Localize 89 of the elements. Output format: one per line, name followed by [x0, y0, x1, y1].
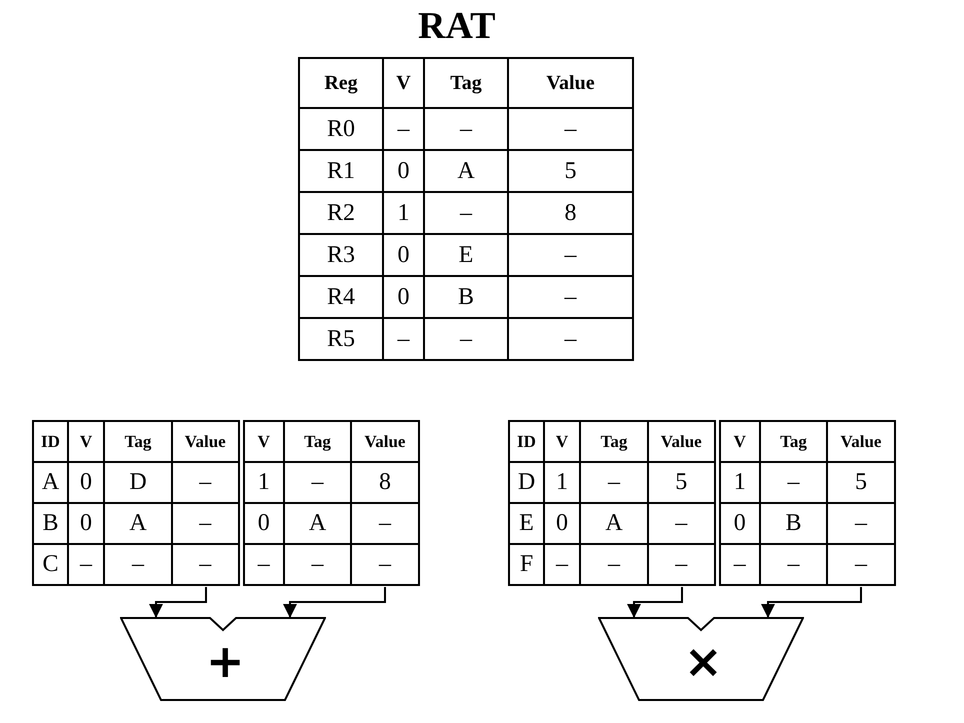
column-header: Tag — [104, 421, 172, 462]
operator-symbol: × — [684, 634, 723, 688]
column-header: V — [68, 421, 104, 462]
column-header: V — [383, 58, 424, 108]
table-cell: 8 — [508, 192, 633, 234]
table-cell: – — [760, 462, 827, 503]
table-cell: R3 — [299, 234, 383, 276]
table-cell: – — [760, 544, 827, 585]
column-header: ID — [509, 421, 544, 462]
table-cell: E — [509, 503, 544, 544]
alu-shape — [120, 616, 326, 702]
data-table — [508, 420, 896, 586]
table-cell: R4 — [299, 276, 383, 318]
table-cell: – — [580, 462, 648, 503]
column-header: V — [241, 421, 284, 462]
table-cell: – — [580, 544, 648, 585]
table-cell: R2 — [299, 192, 383, 234]
table-cell: A — [580, 503, 648, 544]
table-cell: R1 — [299, 150, 383, 192]
data-table — [32, 420, 420, 586]
table-cell: R0 — [299, 108, 383, 150]
table-cell: 0 — [383, 234, 424, 276]
table-cell: – — [351, 544, 419, 585]
table-cell: – — [508, 276, 633, 318]
column-header: ID — [33, 421, 68, 462]
arrow — [627, 587, 683, 618]
arrow — [761, 587, 862, 618]
table-cell: F — [509, 544, 544, 585]
diagram-title: RAT — [418, 4, 496, 48]
table-cell: 1 — [717, 462, 760, 503]
table-cell: 0 — [68, 503, 104, 544]
column-header: Reg — [299, 58, 383, 108]
table-cell: B — [760, 503, 827, 544]
table-cell: 0 — [544, 503, 580, 544]
table-cell: – — [383, 318, 424, 360]
table-cell: – — [104, 544, 172, 585]
table-cell: – — [424, 318, 508, 360]
table-cell: D — [509, 462, 544, 503]
table-cell: B — [424, 276, 508, 318]
table-cell: 0 — [383, 150, 424, 192]
column-header: Value — [827, 421, 895, 462]
column-header: Value — [351, 421, 419, 462]
arrow — [283, 587, 386, 618]
table-cell: – — [284, 544, 351, 585]
table-cell: – — [383, 108, 424, 150]
column-header: Tag — [580, 421, 648, 462]
table-cell: D — [104, 462, 172, 503]
table-cell: 5 — [508, 150, 633, 192]
column-header: Value — [648, 421, 717, 462]
table-cell: A — [424, 150, 508, 192]
table-cell: C — [33, 544, 68, 585]
table-cell: A — [33, 462, 68, 503]
table-cell: – — [544, 544, 580, 585]
table-cell: 8 — [351, 462, 419, 503]
table-cell: – — [827, 544, 895, 585]
column-header: Tag — [284, 421, 351, 462]
table-cell: – — [351, 503, 419, 544]
table-cell: A — [104, 503, 172, 544]
table-cell: – — [827, 503, 895, 544]
table-cell: B — [33, 503, 68, 544]
table-cell: 1 — [383, 192, 424, 234]
table-cell: 1 — [544, 462, 580, 503]
table-cell: 0 — [383, 276, 424, 318]
table-cell: E — [424, 234, 508, 276]
column-header: Value — [172, 421, 241, 462]
table-cell: – — [424, 108, 508, 150]
table-cell: – — [241, 544, 284, 585]
table-cell: 0 — [241, 503, 284, 544]
column-header: Value — [508, 58, 633, 108]
table-cell: – — [508, 108, 633, 150]
alu-shape — [598, 616, 804, 702]
column-header: V — [544, 421, 580, 462]
column-header: V — [717, 421, 760, 462]
arrow — [149, 587, 207, 618]
operator-symbol: + — [206, 634, 245, 688]
table-cell: 1 — [241, 462, 284, 503]
table-cell: – — [717, 544, 760, 585]
table-cell: – — [68, 544, 104, 585]
column-header: Tag — [424, 58, 508, 108]
table-cell: 0 — [717, 503, 760, 544]
table-cell: R5 — [299, 318, 383, 360]
table-cell: 0 — [68, 462, 104, 503]
table-cell: 5 — [827, 462, 895, 503]
table-cell: A — [284, 503, 351, 544]
column-header: Tag — [760, 421, 827, 462]
table-cell: – — [284, 462, 351, 503]
table-cell: – — [424, 192, 508, 234]
table-cell: – — [508, 318, 633, 360]
table-cell: – — [508, 234, 633, 276]
